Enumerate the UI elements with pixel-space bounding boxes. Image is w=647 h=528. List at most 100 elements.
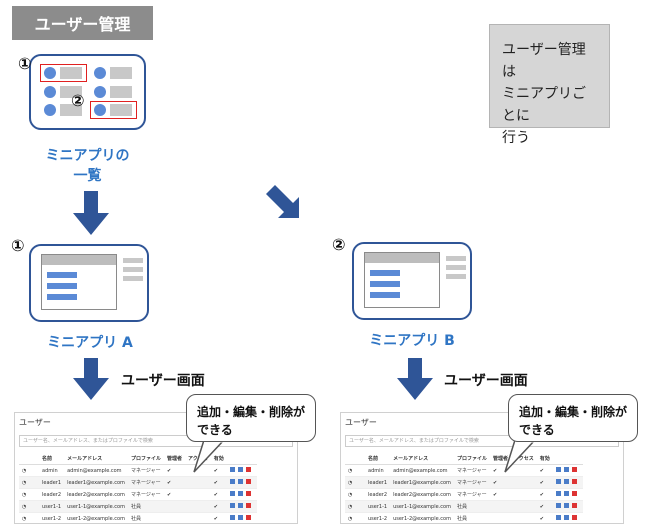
- edit-icon[interactable]: [555, 467, 561, 472]
- delete-icon[interactable]: [571, 515, 577, 520]
- delete-icon[interactable]: [571, 479, 577, 484]
- delete-icon[interactable]: [571, 503, 577, 508]
- delete-icon[interactable]: [245, 479, 251, 484]
- permission-icon[interactable]: [563, 479, 569, 484]
- diagonal-arrow-icon: [266, 185, 299, 218]
- app-icon: [44, 86, 56, 98]
- edit-icon[interactable]: [229, 515, 235, 520]
- callout-line-2: できる: [519, 423, 555, 437]
- app-icon: [44, 104, 56, 116]
- page-title: ユーザー管理: [12, 6, 153, 40]
- avatar-icon: ◔: [19, 500, 39, 513]
- delete-icon[interactable]: [571, 467, 577, 472]
- permission-icon[interactable]: [237, 479, 243, 484]
- delete-icon[interactable]: [245, 503, 251, 508]
- column-header: メールアドレス: [390, 453, 454, 465]
- app-window-titlebar: [365, 253, 439, 263]
- permission-icon[interactable]: [237, 491, 243, 496]
- table-row[interactable]: ◔ user1-2 user1-2@example.com 社員 ✔: [19, 512, 257, 523]
- table-row[interactable]: ◔ leader2 leader2@example.com マネージャー ✔ ✔: [345, 488, 583, 501]
- app-label-bar: [110, 67, 132, 79]
- column-header: 管理者: [489, 453, 511, 465]
- table-row[interactable]: ◔ leader1 leader1@example.com マネージャー ✔ ✔: [19, 476, 257, 489]
- mini-app-list-panel: [29, 54, 146, 130]
- mini-app-list-label-line-2: 一覧: [73, 168, 102, 184]
- marker-two: ②: [71, 91, 85, 110]
- content-line: [370, 292, 400, 298]
- mini-app-list-label: ミニアプリの 一覧: [40, 146, 135, 186]
- callout-pointer: [193, 440, 226, 473]
- callout-pointer: [504, 440, 537, 473]
- mini-app-a-panel: [29, 244, 149, 322]
- app-label-bar: [110, 86, 132, 98]
- table-row[interactable]: ◔ user1-1 user1-1@example.com 社員 ✔: [345, 500, 583, 513]
- highlight-box-2: [90, 101, 137, 119]
- column-header: 名前: [365, 453, 391, 465]
- edit-icon[interactable]: [555, 515, 561, 520]
- content-line: [47, 294, 77, 300]
- permission-icon[interactable]: [237, 467, 243, 472]
- mini-app-b-label: ミニアプリ B: [369, 333, 455, 349]
- table-row[interactable]: ◔ user1-1 user1-1@example.com 社員 ✔: [19, 500, 257, 513]
- avatar-icon: ◔: [345, 464, 365, 477]
- marker-two: ②: [332, 235, 346, 254]
- permission-icon[interactable]: [237, 503, 243, 508]
- content-line: [47, 283, 77, 289]
- screen-title: ユーザー: [19, 418, 51, 427]
- edit-icon[interactable]: [555, 491, 561, 496]
- permission-icon[interactable]: [563, 467, 569, 472]
- permission-icon[interactable]: [563, 515, 569, 520]
- edit-icon[interactable]: [555, 503, 561, 508]
- mini-app-a-label: ミニアプリ A: [47, 335, 133, 351]
- edit-icon[interactable]: [229, 479, 235, 484]
- table-row[interactable]: ◔ leader2 leader2@example.com マネージャー ✔ ✔: [19, 488, 257, 501]
- delete-icon[interactable]: [245, 491, 251, 496]
- delete-icon[interactable]: [245, 515, 251, 520]
- user-screen-label: ユーザー画面: [444, 373, 528, 389]
- app-label-bar: [60, 86, 82, 98]
- app-icon: [44, 67, 56, 79]
- note-line-1: ユーザー管理は: [502, 42, 586, 80]
- app-window-titlebar: [42, 255, 116, 265]
- down-arrow-icon: [73, 358, 109, 400]
- avatar-icon: ◔: [19, 464, 39, 477]
- callout-bubble: 追加・編集・削除が できる: [186, 394, 316, 442]
- column-header: 名前: [39, 453, 65, 465]
- callout-line-1: 追加・編集・削除が: [197, 405, 306, 419]
- column-header: プロファイル: [453, 453, 490, 465]
- app-icon: [94, 67, 106, 79]
- table-row[interactable]: ◔ user1-2 user1-2@example.com 社員 ✔: [345, 512, 583, 523]
- edit-icon[interactable]: [229, 503, 235, 508]
- side-line: [123, 276, 143, 281]
- table-row[interactable]: ◔ admin admin@example.com マネージャー ✔ ✔: [345, 464, 583, 477]
- table-row[interactable]: ◔ admin admin@example.com マネージャー ✔ ✔: [19, 464, 257, 477]
- user-table: 名前 メールアドレス プロファイル 管理者 アクセス 有効 ◔ admin ad…: [345, 453, 583, 523]
- column-header: 管理者: [163, 453, 185, 465]
- column-header: アクセス: [510, 453, 537, 465]
- table-row[interactable]: ◔ leader1 leader1@example.com マネージャー ✔ ✔: [345, 476, 583, 489]
- note-box: ユーザー管理は ミニアプリごとに 行う: [489, 24, 610, 146]
- content-line: [370, 281, 400, 287]
- side-line: [123, 258, 143, 263]
- edit-icon[interactable]: [555, 479, 561, 484]
- avatar-icon: ◔: [19, 512, 39, 523]
- permission-icon[interactable]: [563, 491, 569, 496]
- mini-app-b-panel: [352, 242, 472, 320]
- avatar-icon: ◔: [19, 476, 39, 489]
- delete-icon[interactable]: [245, 467, 251, 472]
- permission-icon[interactable]: [237, 515, 243, 520]
- app-icon: [94, 104, 106, 116]
- screen-title: ユーザー: [345, 418, 377, 427]
- delete-icon[interactable]: [571, 491, 577, 496]
- edit-icon[interactable]: [229, 467, 235, 472]
- app-label-bar: [60, 67, 82, 79]
- permission-icon[interactable]: [563, 503, 569, 508]
- app-label-bar: [60, 104, 82, 116]
- callout-line-1: 追加・編集・削除が: [519, 405, 628, 419]
- marker-one: ①: [11, 236, 25, 255]
- callout-bubble: 追加・編集・削除が できる: [508, 394, 638, 442]
- edit-icon[interactable]: [229, 491, 235, 496]
- content-line: [370, 270, 400, 276]
- avatar-icon: ◔: [345, 488, 365, 501]
- side-line: [446, 265, 466, 270]
